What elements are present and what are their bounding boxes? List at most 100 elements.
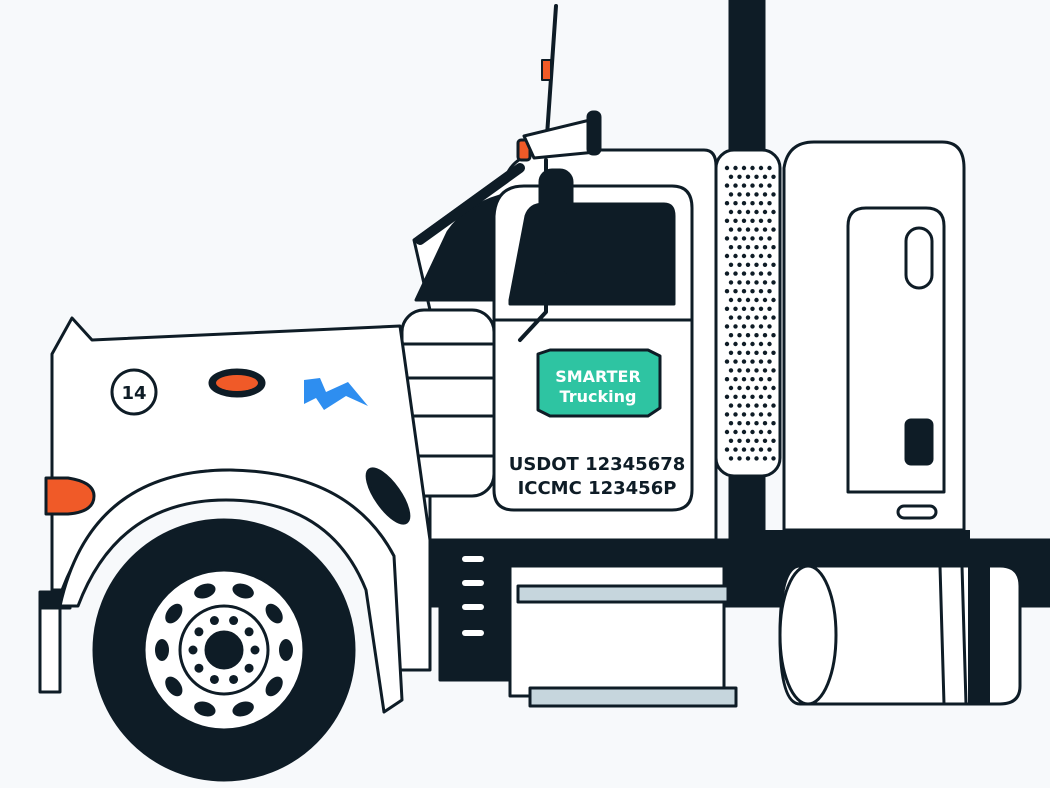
perforation-hole	[758, 218, 764, 223]
perforation-hole	[745, 456, 751, 461]
perforation-hole	[758, 306, 764, 311]
perforation-hole	[728, 350, 734, 355]
perforation-hole	[745, 421, 751, 426]
perforation-hole	[771, 280, 776, 285]
perforation-hole	[771, 227, 776, 232]
perforation-hole	[728, 368, 734, 373]
perforation-hole	[733, 429, 738, 435]
perforation-hole	[750, 394, 755, 399]
perforation-hole	[733, 218, 738, 223]
perforation-hole	[724, 412, 730, 417]
lug-hole	[194, 583, 216, 599]
perforation-hole	[771, 192, 776, 197]
air-filter	[714, 148, 782, 478]
hood-vent	[365, 467, 411, 525]
usdot-number: USDOT 12345678	[509, 454, 686, 475]
perforation-hole	[728, 421, 734, 426]
perforation-hole	[741, 341, 747, 347]
perforation-hole	[750, 253, 755, 259]
perforation-hole	[750, 429, 755, 435]
perforation-hole	[741, 218, 747, 223]
perforation-hole	[728, 385, 734, 391]
perforation-hole	[745, 333, 751, 338]
perforation-hole	[745, 350, 751, 355]
perforation-hole	[762, 227, 768, 232]
perforation-hole	[741, 377, 747, 382]
perforation-hole	[758, 289, 764, 294]
hub-bolt	[209, 674, 219, 684]
antenna-tip	[541, 59, 552, 81]
lug-hole	[165, 603, 183, 624]
lug-hole	[265, 676, 283, 697]
perforation-hole	[728, 456, 734, 461]
perforation-hole	[767, 289, 772, 294]
perforation-hole	[754, 262, 759, 267]
perforation-hole	[750, 341, 755, 347]
perforation-hole	[728, 245, 734, 250]
perforation-hole	[762, 456, 768, 461]
perforation-hole	[745, 209, 751, 215]
perforation-hole	[741, 271, 747, 276]
side-mirror	[538, 168, 574, 276]
perforation-hole	[767, 341, 772, 347]
perforation-hole	[767, 359, 772, 364]
perforation-hole	[767, 447, 772, 452]
lightning-bolt-icon	[304, 378, 368, 410]
hub-bolt	[244, 627, 254, 637]
perforation-hole	[741, 394, 747, 399]
perforation-hole	[754, 368, 759, 373]
perforation-hole	[733, 289, 738, 294]
perforation-hole	[758, 201, 764, 206]
perforation-hole	[758, 236, 764, 241]
perforation-hole	[745, 227, 751, 232]
perforation-hole	[728, 333, 734, 338]
perforation-hole	[733, 359, 738, 364]
perforation-hole	[733, 183, 738, 188]
perforation-hole	[750, 359, 755, 364]
hub-bolt	[244, 663, 254, 673]
perforation-hole	[728, 174, 734, 179]
perforation-hole	[724, 429, 730, 435]
perforation-hole	[745, 262, 751, 267]
perforation-hole	[737, 174, 742, 179]
perforation-hole	[724, 447, 730, 452]
perforation-hole	[771, 209, 776, 215]
wheel-hub	[204, 630, 244, 670]
perforation-hole	[737, 315, 742, 320]
perforation-hole	[745, 297, 751, 303]
perforation-hole	[733, 165, 738, 171]
perforation-hole	[754, 456, 759, 461]
hub-bolt	[229, 674, 239, 684]
hub-bolt	[188, 645, 198, 655]
step-upper	[516, 584, 730, 604]
perforation-hole	[754, 280, 759, 285]
perforation-hole	[737, 192, 742, 197]
lug-hole	[232, 701, 254, 717]
unit-number-badge	[110, 368, 158, 416]
perforation-hole	[750, 236, 755, 241]
perforation-hole	[762, 192, 768, 197]
hub-bolt	[194, 663, 204, 673]
perforation-hole	[767, 377, 772, 382]
perforation-hole	[724, 236, 730, 241]
perforation-hole	[758, 447, 764, 452]
perforation-hole	[767, 236, 772, 241]
perforation-hole	[754, 421, 759, 426]
front-marker-light	[44, 476, 96, 516]
sleeper-handle	[904, 418, 934, 466]
perforation-hole	[762, 438, 768, 443]
step-lower	[528, 686, 738, 708]
perforation-hole	[741, 324, 747, 329]
perforation-hole	[767, 253, 772, 259]
perforation-hole	[762, 421, 768, 426]
perforation-hole	[741, 201, 747, 206]
perforation-hole	[733, 271, 738, 276]
hub-bolt	[194, 627, 204, 637]
wheel-lug-holes	[155, 583, 293, 717]
lug-hole	[279, 639, 293, 661]
perforation-hole	[733, 447, 738, 452]
perforation-hole	[750, 306, 755, 311]
perforation-hole	[737, 385, 742, 391]
perforation-hole	[737, 368, 742, 373]
perforation-hole	[771, 333, 776, 338]
